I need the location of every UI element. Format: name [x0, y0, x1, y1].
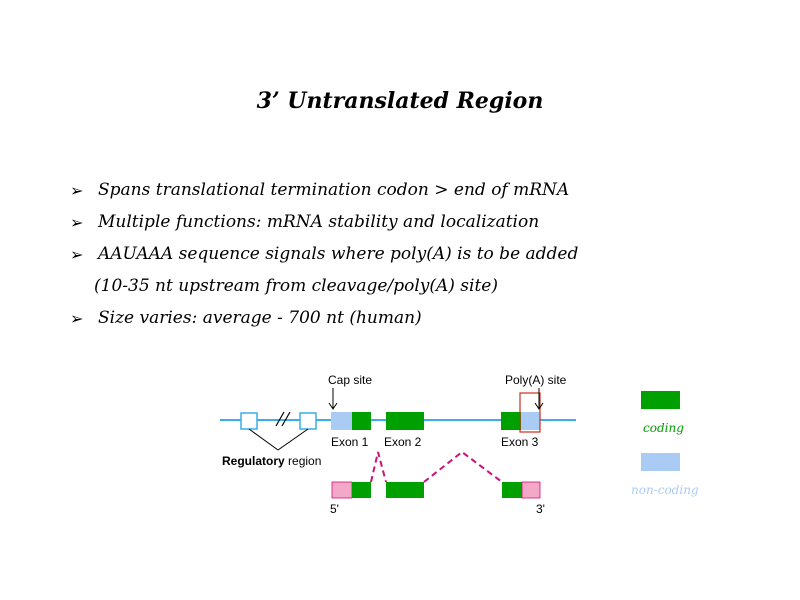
- arrow-bullet-icon: ➢: [70, 181, 84, 200]
- legend-coding-label: coding: [643, 421, 684, 435]
- regulatory-bracket: [248, 428, 279, 451]
- regulatory-region-label: Regulatory region: [222, 454, 321, 468]
- bullet-text: Multiple functions: mRNA stability and l…: [98, 212, 540, 232]
- bullet-text: Size varies: average - 700 nt (human): [98, 308, 422, 328]
- arrow-head-icon: [534, 402, 544, 410]
- polya-site-label: Poly(A) site: [505, 373, 567, 387]
- arrow-head-icon: [328, 402, 338, 410]
- break-mark: [275, 411, 285, 427]
- mrna-exon3: [502, 482, 522, 498]
- bullet-text: (10-35 nt upstream from cleavage/poly(A)…: [94, 276, 498, 296]
- legend-noncoding-swatch: [641, 453, 680, 471]
- polya-box: [519, 392, 541, 433]
- exon2-label: Exon 2: [384, 435, 422, 449]
- arrow-bullet-icon: ➢: [70, 309, 84, 328]
- bullet-text: AAUAAA sequence signals where poly(A) is…: [98, 244, 579, 264]
- arrow-bullet-icon: ➢: [70, 245, 84, 264]
- regulatory-box: [299, 412, 317, 430]
- mrna-exon1: [352, 482, 371, 498]
- break-mark: [281, 411, 291, 427]
- exon1-coding: [352, 412, 371, 430]
- mrna-exon2: [386, 482, 424, 498]
- exon2-coding: [386, 412, 424, 430]
- five-prime-label: 5': [330, 502, 339, 516]
- exon3-coding: [501, 412, 521, 430]
- splice-junction: [423, 450, 503, 483]
- splice-junction: [370, 451, 387, 483]
- regulatory-bracket: [277, 428, 309, 451]
- exon1-noncoding: [331, 412, 352, 430]
- cap-site-label: Cap site: [328, 373, 372, 387]
- regulatory-box: [240, 412, 258, 430]
- legend-coding-swatch: [641, 391, 680, 409]
- arrow-bullet-icon: ➢: [70, 213, 84, 232]
- legend-noncoding-label: non-coding: [631, 483, 699, 497]
- bullet-text: Spans translational termination codon > …: [98, 180, 570, 200]
- exon1-label: Exon 1: [331, 435, 369, 449]
- mrna-5utr: [331, 481, 353, 499]
- slide-title: 3’ Untranslated Region: [256, 88, 544, 114]
- exon3-noncoding: [521, 412, 540, 430]
- exon3-label: Exon 3: [501, 435, 539, 449]
- mrna-3utr: [521, 481, 541, 499]
- three-prime-label: 3': [536, 502, 545, 516]
